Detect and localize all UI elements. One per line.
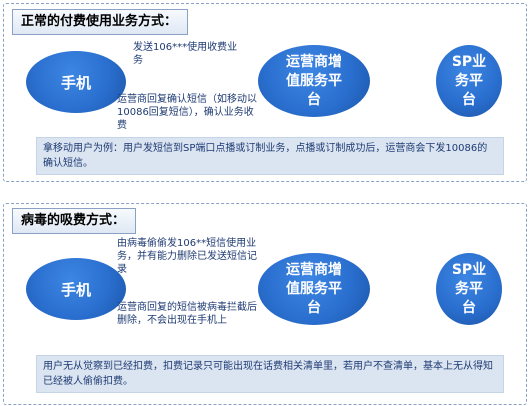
operator-node: 运营商增值服务平台 (258, 45, 370, 117)
virus-send-sms-label: 由病毒偷偷发106**短信使用业务，并有能力删除已发送短信记录 (117, 238, 257, 275)
sp-node-label: SP业务平台 (451, 261, 487, 316)
normal-note: 拿移动用户为例：用户发短信到SP端口点播或订制业务，点播或订制成功后，运营商会下… (36, 137, 504, 175)
sp-node-label: SP业务平台 (451, 53, 487, 108)
send-sms-label: 发送106***使用收费业务 (133, 42, 238, 66)
sp-node: SP业务平台 (436, 45, 502, 117)
phone-node: 手机 (26, 51, 126, 113)
operator-node-label: 运营商增值服务平台 (286, 53, 342, 108)
virus-note: 用户无从觉察到已经扣费，扣费记录只可能出现在话费相关清单里，若用户不查清单，基本… (36, 355, 504, 393)
phone-node: 手机 (26, 258, 126, 320)
confirm-sms-label: 运营商回复确认短信（如移动以10086回复短信），确认业务收费 (117, 94, 257, 131)
virus-intercept-label: 运营商回复的短信被病毒拦截后删除，不会出现在手机上 (117, 302, 257, 326)
sp-node: SP业务平台 (436, 253, 502, 325)
virus-panel-title: 病毒的吸费方式： (12, 208, 137, 234)
operator-node-label: 运营商增值服务平台 (286, 261, 342, 316)
operator-node: 运营商增值服务平台 (258, 253, 370, 325)
normal-panel-title: 正常的付费使用业务方式： (12, 9, 189, 35)
